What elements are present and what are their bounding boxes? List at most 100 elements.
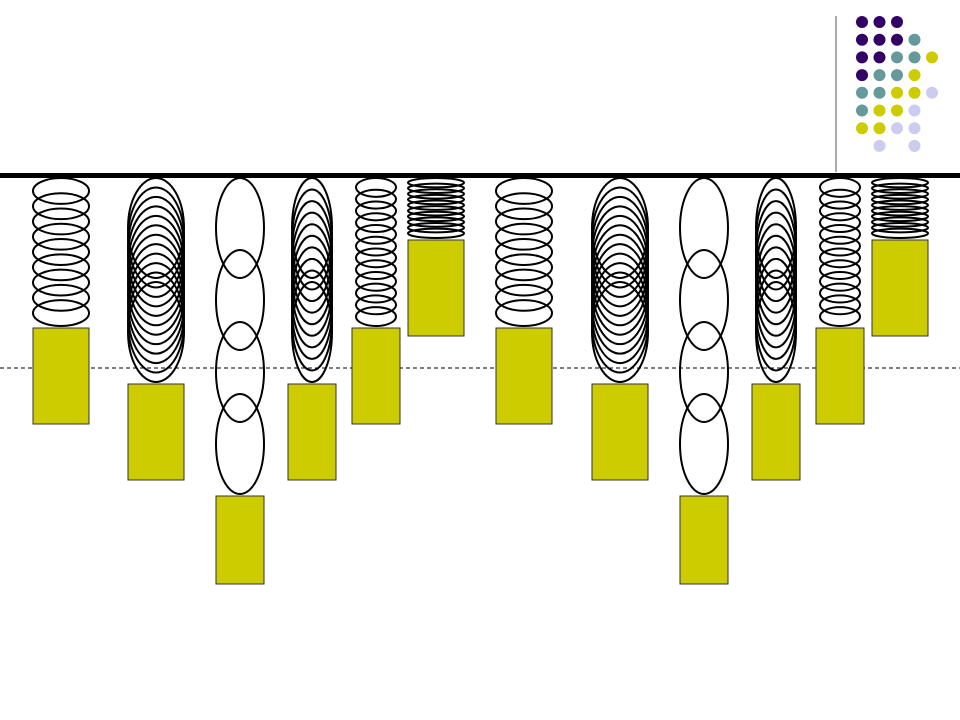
decor-dot [891, 104, 903, 117]
ceiling-bar [0, 173, 960, 178]
decor-dot [873, 139, 886, 152]
spring-coil [407, 222, 465, 234]
decorative-dot-grid [856, 16, 938, 152]
spring-coil [127, 281, 185, 383]
decor-dot [908, 33, 921, 46]
springs-group [32, 177, 929, 585]
decor-dot [926, 51, 938, 64]
spring-coil [495, 299, 553, 327]
spring-coil [591, 243, 649, 346]
spring-coil [591, 252, 649, 355]
spring-coil [215, 249, 265, 351]
spring-coil [215, 321, 265, 423]
mass-block [751, 383, 801, 481]
spring-assembly [407, 177, 465, 337]
spring-coil [355, 223, 397, 245]
spring-coil [871, 210, 929, 223]
spring-coil [355, 247, 397, 269]
spring-assembly [127, 177, 185, 481]
spring-coil [871, 227, 929, 239]
spring-coil [32, 268, 90, 297]
spring-assembly [287, 177, 337, 481]
spring-coil [355, 235, 397, 257]
spring-coil [355, 306, 397, 327]
spring-coil [355, 188, 397, 210]
spring-coil [32, 177, 90, 205]
spring-assembly [351, 177, 401, 425]
spring-coil [819, 235, 861, 257]
spring-coil [755, 281, 797, 383]
spring-assembly [215, 177, 265, 585]
spring-assembly [751, 177, 801, 481]
spring-coil [591, 233, 649, 336]
spring-coil [819, 177, 861, 198]
spring-coil [495, 177, 553, 205]
spring-assembly [32, 177, 90, 425]
spring-coil [32, 207, 90, 236]
decor-dot [908, 122, 921, 135]
decor-dot [856, 51, 868, 64]
spring-assembly [815, 177, 865, 425]
decor-dot [873, 69, 886, 82]
spring-coil [819, 259, 861, 281]
spring-coil [819, 200, 861, 222]
spring-assembly [679, 177, 729, 585]
mass-block [495, 327, 553, 425]
spring-coil [871, 222, 929, 234]
decor-dot [908, 104, 921, 117]
spring-coil [355, 270, 397, 292]
spring-coil [679, 321, 729, 423]
mass-block [32, 327, 90, 425]
spring-coil [407, 199, 465, 211]
spring-coil [679, 393, 729, 495]
spring-coil [871, 199, 929, 211]
spring-coil [32, 192, 90, 221]
decor-dot [873, 86, 886, 99]
spring-coil [127, 252, 185, 355]
decor-dot [891, 69, 903, 82]
spring-coil [407, 216, 465, 228]
spring-assembly [495, 177, 553, 425]
spring-coil [819, 223, 861, 245]
spring-coil [291, 281, 333, 383]
spring-coil [32, 299, 90, 327]
decor-dot [926, 86, 938, 99]
spring-coil [819, 212, 861, 234]
decor-dot [908, 86, 921, 99]
decor-dot [891, 86, 903, 99]
mass-block [871, 239, 929, 337]
spring-coil [495, 253, 553, 282]
spring-coil [407, 205, 465, 217]
spring-assembly [871, 177, 929, 337]
spring-coil [495, 207, 553, 236]
decor-dot [856, 104, 868, 117]
spring-coil [871, 188, 929, 200]
spring-coil [127, 233, 185, 336]
decor-dot [891, 122, 903, 135]
spring-coil [127, 224, 185, 327]
spring-coil [127, 214, 185, 317]
decor-dot [856, 69, 868, 82]
spring-coil [819, 247, 861, 269]
spring-coil [591, 224, 649, 327]
decor-dot [856, 86, 868, 99]
spring-coil [871, 193, 929, 206]
spring-coil [127, 243, 185, 346]
spring-coil [591, 214, 649, 317]
decor-dot [873, 33, 886, 46]
decor-dot [908, 139, 921, 152]
decor-dot [891, 33, 903, 46]
spring-coil [591, 281, 649, 383]
spring-coil [495, 238, 553, 266]
spring-coil [871, 182, 929, 194]
mass-block [287, 383, 337, 481]
spring-coil [407, 193, 465, 206]
spring-coil [591, 205, 649, 308]
spring-coil [819, 270, 861, 292]
mass-block [215, 495, 265, 585]
spring-coil [355, 294, 397, 316]
decor-dot [873, 16, 886, 28]
decor-dot [891, 16, 903, 28]
spring-coil [495, 222, 553, 251]
